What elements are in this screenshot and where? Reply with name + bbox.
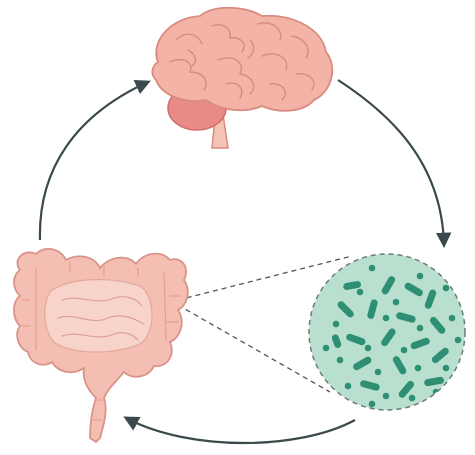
brain-icon [152, 8, 332, 148]
arrow-brain-to-microbiome [338, 80, 444, 245]
arrow-microbiome-to-gut [126, 418, 355, 443]
bacteria-icon [309, 254, 465, 410]
arrow-gut-to-brain [40, 82, 148, 240]
small-intestine-area [45, 280, 152, 352]
intestine-icon [14, 249, 188, 442]
zoom-line-lower [178, 305, 330, 392]
